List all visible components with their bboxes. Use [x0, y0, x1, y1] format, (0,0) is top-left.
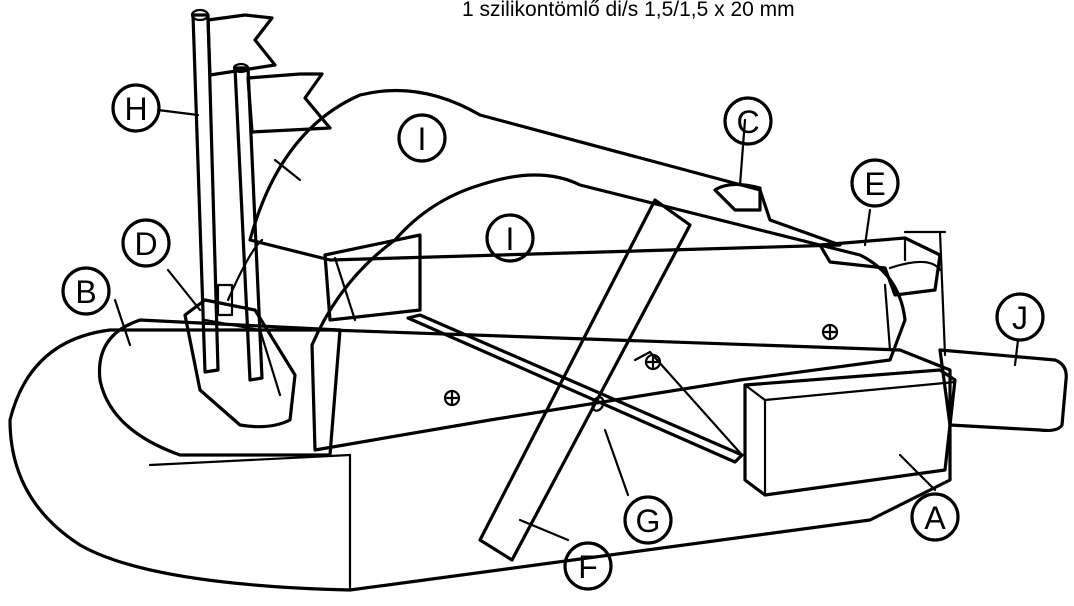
callout-f: F: [563, 541, 613, 591]
label-b: B: [75, 274, 96, 310]
callout-a: A: [910, 492, 960, 542]
callout-e: E: [850, 158, 900, 208]
label-c: C: [736, 104, 759, 140]
label-f: F: [578, 549, 598, 585]
label-h: H: [124, 91, 147, 127]
foam-hull: [8, 318, 957, 592]
side-panel-front: [310, 173, 907, 452]
callout-i-front: I: [485, 213, 535, 263]
bracket-part-c: [713, 182, 762, 212]
masts-and-flags: [190, 8, 332, 382]
callout-b: B: [61, 266, 111, 316]
side-panel-rear: [248, 88, 842, 262]
center-box: [323, 233, 422, 322]
float-part-j: [903, 230, 1068, 433]
callout-j: J: [995, 292, 1045, 342]
leader-lines: [113, 108, 1020, 542]
label-e: E: [864, 166, 885, 202]
motor-part-e: [818, 236, 942, 297]
callout-i-rear: I: [397, 113, 447, 163]
label-g: G: [636, 503, 661, 539]
label-i-front: I: [506, 221, 515, 257]
paddle-wheel: [406, 198, 744, 562]
caption-text: 1 szilikontömlő di/s 1,5/1,5 x 20 mm: [462, 0, 795, 21]
callout-h: H: [111, 83, 161, 133]
callout-g: G: [623, 495, 673, 545]
label-j: J: [1012, 300, 1028, 336]
callout-c: C: [723, 96, 773, 146]
callout-d: D: [121, 218, 171, 268]
label-i-rear: I: [418, 121, 427, 157]
label-d: D: [134, 226, 157, 262]
label-a: A: [924, 500, 946, 536]
